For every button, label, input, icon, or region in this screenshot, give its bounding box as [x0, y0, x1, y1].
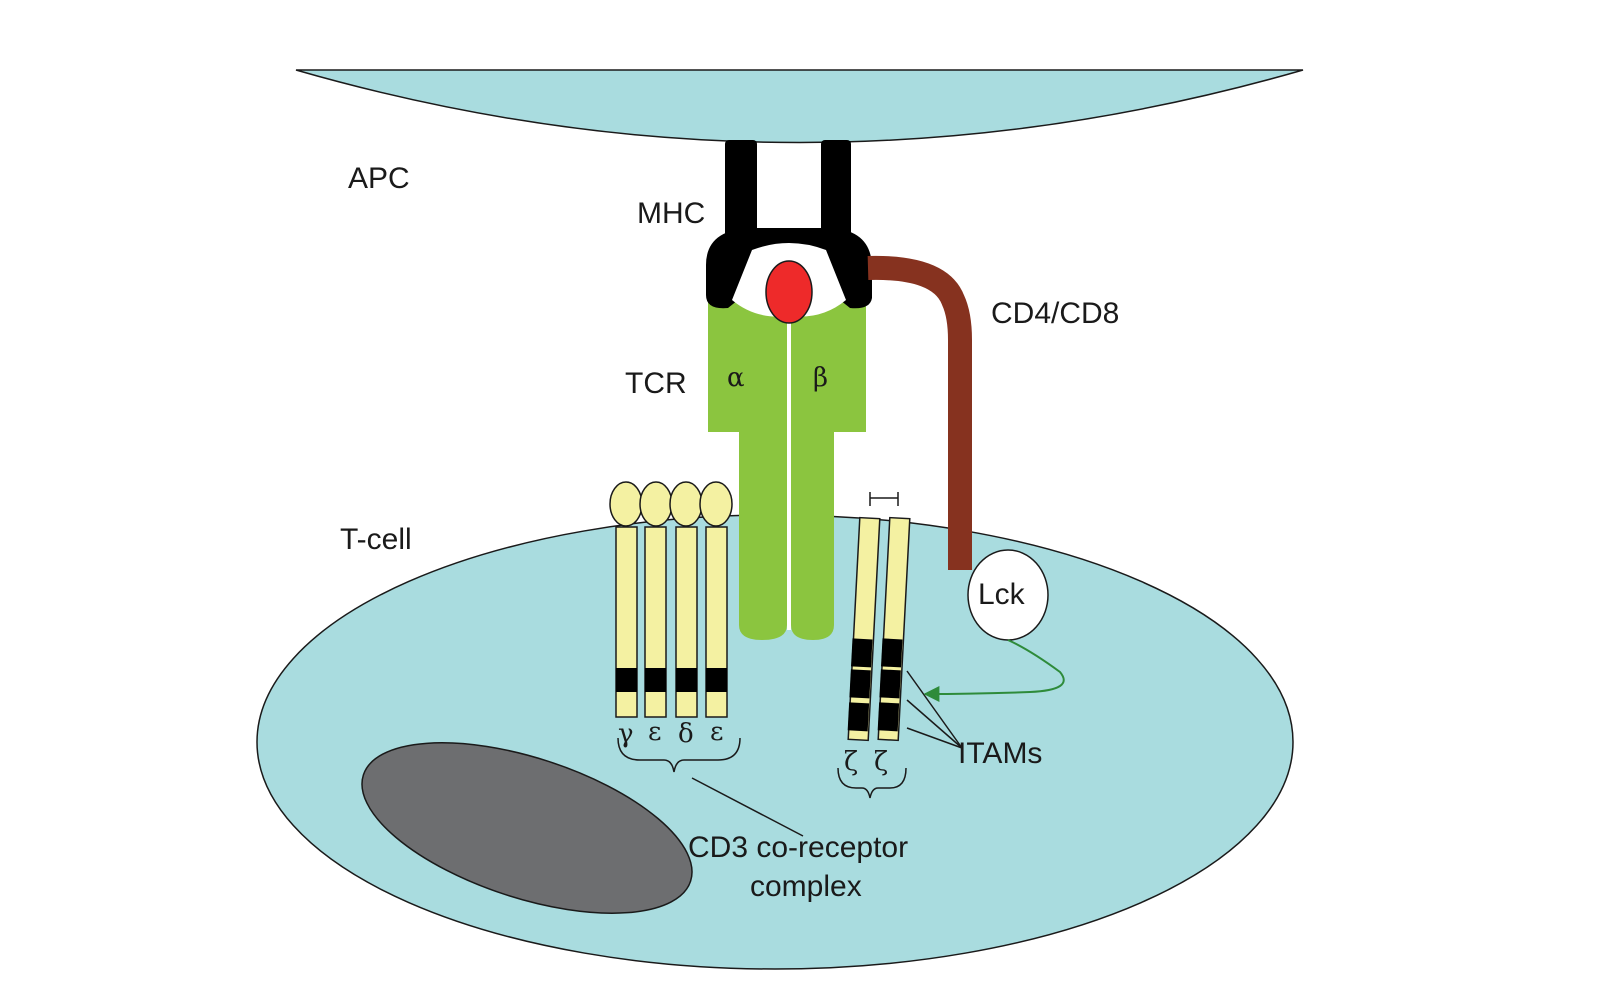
peptide: [765, 260, 813, 324]
zeta-chain-label-2: ζ: [874, 747, 888, 777]
cd3-complex-label-line2: complex: [750, 870, 862, 903]
t-cell-label: T-cell: [340, 523, 412, 556]
mhc-groove-body: [706, 228, 872, 309]
zeta-chain-label-1: ζ: [844, 747, 858, 777]
lck-label: Lck: [978, 578, 1026, 611]
cd3-gamma-chain: [609, 481, 643, 718]
tcr-alpha-chain: [708, 298, 787, 640]
zeta-brace: [837, 767, 907, 799]
zeta-disulfide-bond: [869, 492, 899, 506]
tcr-alpha-label: α: [727, 363, 745, 393]
cd3-chain-label-gamma: γ: [618, 719, 634, 749]
lck-phosphorylation-arrow: [923, 639, 1065, 702]
cd3-chain-label-delta: δ: [678, 719, 694, 749]
tcr-beta-chain: [791, 298, 866, 640]
tcr-complex: [708, 298, 866, 640]
itams-label: ITAMs: [958, 737, 1042, 770]
itam-pointers: [906, 670, 963, 749]
cd3-brace: [617, 737, 741, 773]
zeta-chains: [847, 492, 911, 742]
tcr-label: TCR: [625, 367, 687, 400]
cd4-cd8-coreceptor: [867, 255, 972, 570]
cd3-chain-label-epsilon-1: ε: [648, 717, 661, 747]
cd3-epsilon-chain-1: [639, 481, 673, 718]
apc-label: APC: [348, 162, 410, 195]
cd3-epsilon-chain-2: [699, 481, 733, 718]
nucleus: [361, 742, 693, 914]
tcr-beta-label: β: [813, 363, 828, 393]
cd3-complex-label-line1: CD3 co-receptor: [688, 831, 908, 864]
cd3-pointer-line: [691, 777, 804, 837]
zeta-chain-2: [877, 516, 911, 742]
mhc-molecule: [706, 140, 872, 317]
cd3-chains: [609, 481, 733, 718]
zeta-chain-1: [847, 516, 881, 742]
cd4-cd8-label: CD4/CD8: [991, 297, 1119, 330]
mhc-label: MHC: [637, 197, 705, 230]
apc-cell: [295, 69, 1304, 144]
cd3-chain-label-epsilon-2: ε: [710, 717, 723, 747]
